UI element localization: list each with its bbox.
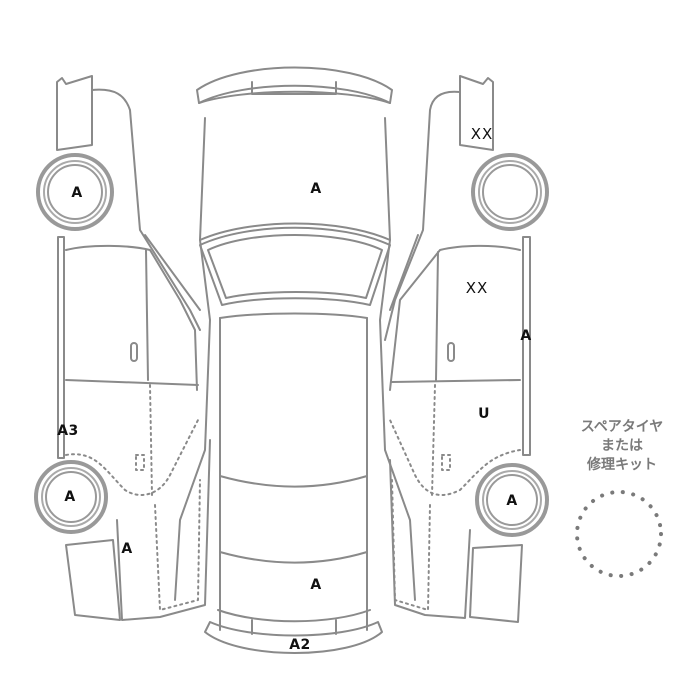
right-door-divider [435, 251, 439, 381]
left-rear-wheel [34, 460, 108, 534]
spare-line-1: スペアタイヤ [580, 419, 664, 435]
right-front-wheel [471, 153, 549, 231]
label-right-rear-wheel: A [506, 493, 518, 509]
cabin [219, 317, 368, 631]
spare-line-3: 修理キット [587, 457, 657, 473]
label-right-rear-door: U [478, 406, 490, 422]
label-hood: A [310, 181, 322, 197]
label-rear-bumper: A2 [289, 637, 311, 653]
label-left-rear-bumper: A [121, 541, 133, 557]
right-front-bumper [459, 75, 494, 151]
label-right-front-door: XX [465, 279, 489, 297]
right-side-view [384, 75, 549, 623]
hood [199, 117, 391, 241]
left-fender-outline [91, 88, 201, 331]
label-left-rear-panel: A3 [57, 423, 79, 439]
label-left-rear-wheel: A [64, 489, 76, 505]
dotted-circle-icon [575, 490, 663, 578]
spare-line-2: または [601, 438, 643, 454]
top-view [174, 66, 416, 654]
right-rear-wheel [475, 463, 549, 537]
spare-tire-caption: スペアタイヤ または 修理キット [562, 418, 682, 475]
right-door-handle [447, 342, 455, 362]
label-left-front-wheel: A [71, 185, 83, 201]
windshield [199, 226, 391, 306]
label-trunk: A [310, 577, 322, 593]
label-right-front-fender: XX [470, 125, 494, 143]
label-right-pillar: A [520, 328, 532, 344]
left-front-bumper [56, 75, 93, 151]
right-rear-bumper [469, 544, 523, 623]
left-side-view [34, 75, 211, 621]
left-door-divider [145, 249, 149, 381]
left-rear-bumper [65, 539, 121, 621]
left-front-wheel [36, 153, 114, 231]
left-door-handle [130, 342, 138, 362]
rear-glass [219, 475, 368, 488]
front-bumper [196, 66, 393, 104]
right-fender-outline [384, 90, 461, 341]
